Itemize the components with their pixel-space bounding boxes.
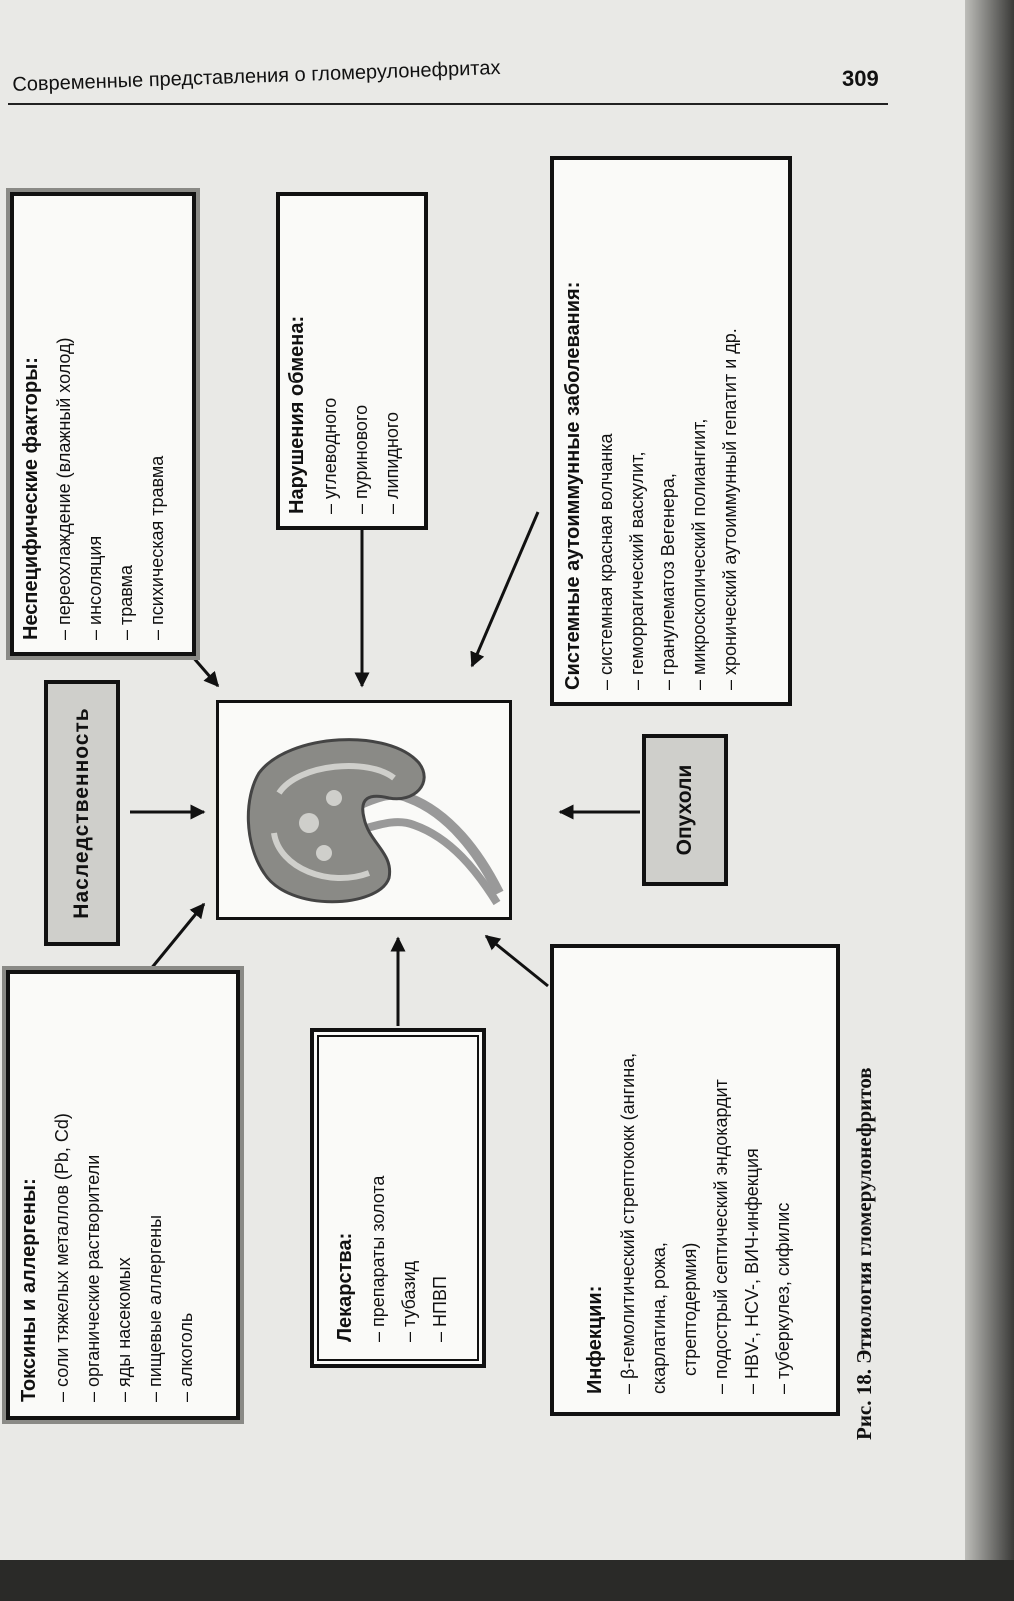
- figure-caption: Рис. 18. Этиология гломерулонефритов: [852, 1067, 876, 1440]
- box-toxins: Токсины и аллергены: соли тяжелых металл…: [6, 970, 240, 1420]
- arrow-toxins: [148, 902, 206, 971]
- box-infections-wrap: Инфекции: β-гемолитический стрептококк (…: [550, 944, 840, 1416]
- toxins-item: алкоголь: [171, 988, 202, 1402]
- box-tumors-wrap: Опухоли: [642, 734, 728, 886]
- box-heredity: Наследственность: [44, 680, 120, 946]
- box-toxins-wrap: Токсины и аллергены: соли тяжелых металл…: [6, 970, 240, 1420]
- toxins-item: органические растворители: [78, 988, 109, 1402]
- drugs-item: тубазид: [394, 1054, 425, 1342]
- arrow-infections: [484, 934, 549, 988]
- nonspecific-item: психическая травма: [142, 208, 173, 640]
- infections-item-continued: стрептодермия): [680, 1242, 700, 1376]
- nonspecific-item: инсоляция: [80, 208, 111, 640]
- page-bottom-edge: [0, 1560, 1014, 1601]
- nonspecific-item: переохлаждение (влажный холод): [49, 208, 80, 640]
- infections-item: подострый септический эндокардит: [706, 966, 737, 1394]
- box-nonspecific-wrap: Неспецифические факторы: переохлаждение …: [10, 192, 196, 656]
- tumors-heading: Опухоли: [673, 764, 696, 856]
- arrow-nonspecific: [190, 655, 220, 688]
- metabolism-item: пуринового: [346, 208, 377, 514]
- infections-item: туберкулез, сифилис: [768, 966, 799, 1394]
- kidney-icon: [246, 738, 504, 906]
- box-drugs: Лекарства: препараты золота тубазид НПВП: [310, 1028, 486, 1368]
- autoimmune-item: гранулематоз Вегенера,: [653, 172, 684, 690]
- autoimmune-item: микроскопический полиангиит,: [684, 172, 715, 690]
- box-autoimmune-wrap: Системные аутоиммунные заболевания: сист…: [550, 156, 792, 706]
- autoimmune-item: геморрагический васкулит,: [622, 172, 653, 690]
- infections-item: β-гемолитический стрептококк (ангина, ск…: [613, 966, 675, 1394]
- metabolism-item: углеводного: [315, 208, 346, 514]
- box-infections: Инфекции: β-гемолитический стрептококк (…: [550, 944, 840, 1416]
- toxins-item: яды насекомых: [109, 988, 140, 1402]
- drugs-item: НПВП: [425, 1054, 456, 1342]
- box-nonspecific: Неспецифические факторы: переохлаждение …: [10, 192, 196, 656]
- autoimmune-item: системная красная волчанка: [591, 172, 622, 690]
- toxins-item: соли тяжелых металлов (Pb, Cd): [47, 988, 78, 1402]
- box-drugs-wrap: Лекарства: препараты золота тубазид НПВП: [310, 1028, 486, 1368]
- infections-heading: Инфекции:: [584, 1285, 606, 1394]
- arrow-autoimmune: [470, 511, 540, 668]
- metabolism-item: липидного: [377, 208, 408, 514]
- drugs-item: препараты золота: [363, 1054, 394, 1342]
- drugs-heading: Лекарства:: [334, 1232, 356, 1342]
- page-edge: [965, 0, 1014, 1601]
- autoimmune-item: хронический аутоиммунный гепатит и др.: [715, 172, 746, 690]
- autoimmune-heading: Системные аутоиммунные заболевания:: [562, 281, 584, 690]
- nonspecific-item: травма: [111, 208, 142, 640]
- page-number: 309: [842, 66, 879, 91]
- nonspecific-heading: Неспецифические факторы:: [20, 357, 42, 640]
- heredity-heading: Наследственность: [70, 707, 93, 919]
- box-metabolism: Нарушения обмена: углеводного пуринового…: [276, 192, 428, 530]
- box-autoimmune: Системные аутоиммунные заболевания: сист…: [550, 156, 792, 706]
- box-tumors: Опухоли: [642, 734, 728, 886]
- center-box: [216, 700, 512, 920]
- box-heredity-wrap: Наследственность: [44, 680, 120, 946]
- box-metabolism-wrap: Нарушения обмена: углеводного пуринового…: [276, 192, 428, 530]
- toxins-item: пищевые аллергены: [140, 988, 171, 1402]
- metabolism-heading: Нарушения обмена:: [286, 315, 308, 514]
- header-rule: [8, 103, 888, 105]
- toxins-heading: Токсины и аллергены:: [18, 1178, 40, 1402]
- infections-item: HBV-, HCV-, ВИЧ-инфекция: [737, 966, 768, 1394]
